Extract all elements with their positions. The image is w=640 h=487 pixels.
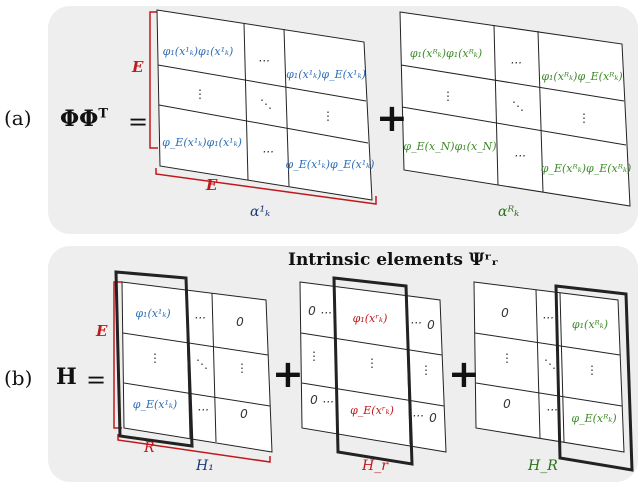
- matrix-alphaR-cells: φ₁(xᴿₖ)φ₁(xᴿₖ) ··· φ₁(xᴿₖ)φ_E(xᴿₖ) ⋮ ⋱ ⋮…: [403, 47, 631, 175]
- panel-b-equals: =: [86, 366, 107, 394]
- matrix-hr-cells: 0 ··· φ₁(xʳₖ) ··· 0 ⋮ ⋮ ⋮ 0 ··· φ_E(xʳₖ)…: [308, 304, 437, 425]
- panel-b-label: (b): [4, 366, 33, 390]
- hr-cell-2-1: ···: [322, 395, 333, 409]
- hR-cell-1-1: ⋱: [544, 357, 556, 371]
- a1-cell-2-1: ···: [262, 145, 273, 159]
- h1-cell-2-2: 0: [240, 407, 248, 421]
- plus-b2: +: [448, 352, 480, 396]
- hR-cell-2-0: 0: [503, 397, 511, 411]
- hr-cell-0-0: 0: [308, 304, 316, 318]
- a1-cell-1-1: ⋱: [260, 97, 272, 111]
- matrix-alpha1: [156, 9, 373, 201]
- panel-a-equals: =: [128, 108, 149, 136]
- h1-cell-1-0: ⋮: [149, 351, 161, 365]
- h1-cell-1-2: ⋮: [236, 361, 248, 375]
- row-dim-label-b: E: [96, 322, 108, 340]
- hr-cell-2-0: 0: [310, 393, 318, 407]
- a1-cell-0-0: φ₁(x¹ₖ)φ₁(x¹ₖ): [163, 45, 234, 58]
- col-bracket-a: [155, 168, 377, 205]
- hR-cell-2-1: ···: [546, 403, 557, 417]
- hr-cell-1-2: ⋮: [366, 356, 378, 370]
- alphaR-caption: αᴿₖ: [498, 204, 520, 220]
- a1-cell-2-0: φ_E(x¹ₖ)φ₁(x¹ₖ): [162, 136, 242, 149]
- hr-cell-2-3: ···: [412, 409, 423, 423]
- matrix-hR-cells: 0 ··· φ₁(xᴿₖ) ⋮ ⋱ ⋮ 0 ··· φ_E(xᴿₖ): [501, 306, 617, 425]
- hR-cell-1-0: ⋮: [501, 351, 513, 365]
- aR-cell-0-1: ···: [510, 56, 521, 70]
- hr-caption: H_r: [362, 458, 388, 474]
- hr-cell-1-4: ⋮: [420, 363, 432, 377]
- lhs-phi-phi-t: ΦΦT: [60, 106, 108, 132]
- col-dim-label-a: E: [206, 176, 218, 194]
- hr-cell-0-3: ···: [410, 316, 421, 330]
- hR-cell-0-1: ···: [542, 311, 553, 325]
- hR-cell-0-0: 0: [501, 306, 509, 320]
- hr-cell-0-2: φ₁(xʳₖ): [353, 312, 388, 325]
- a1-cell-1-0: ⋮: [194, 87, 206, 101]
- hr-cell-2-4: 0: [429, 411, 437, 425]
- h1-cell-2-0: φ_E(x¹ₖ): [133, 398, 177, 411]
- hr-cell-2-2: φ_E(xʳₖ): [350, 404, 394, 417]
- aR-cell-0-2: φ₁(xᴿₖ)φ_E(xᴿₖ): [541, 70, 622, 83]
- h1-cell-1-1: ⋱: [196, 357, 208, 371]
- lhs-h: H: [56, 364, 77, 390]
- hR-highlight-column: [554, 284, 634, 472]
- row-bracket-b: [113, 281, 122, 429]
- lhs-transpose-sup: T: [98, 106, 109, 122]
- aR-cell-1-1: ⋱: [512, 99, 524, 113]
- hr-cell-0-1: ···: [320, 306, 331, 320]
- h1-caption: H₁: [196, 458, 214, 474]
- h1-cell-0-2: 0: [236, 315, 244, 329]
- intrinsic-elements-title: Intrinsic elements Ψʳᵣ: [288, 250, 499, 270]
- h1-highlight-column: [114, 270, 194, 448]
- hr-cell-1-0: ⋮: [308, 349, 320, 363]
- hR-cell-0-2: φ₁(xᴿₖ): [572, 318, 608, 331]
- matrix-alpha1-cells: φ₁(x¹ₖ)φ₁(x¹ₖ) ··· φ₁(x¹ₖ)φ_E(x¹ₖ) ⋮ ⋱ ⋮…: [162, 45, 374, 171]
- h1-cell-0-0: φ₁(x¹ₖ): [135, 307, 170, 320]
- hR-cell-1-2: ⋮: [586, 363, 598, 377]
- a1-cell-0-2: φ₁(x¹ₖ)φ_E(x¹ₖ): [286, 68, 366, 81]
- col-dim-label-b: R: [144, 440, 155, 456]
- panel-a-label: (a): [4, 106, 32, 130]
- a1-cell-2-2: φ_E(x¹ₖ)φ_E(x¹ₖ): [286, 158, 375, 171]
- a1-cell-1-2: ⋮: [322, 109, 334, 123]
- hR-caption: H_R: [528, 458, 558, 474]
- aR-cell-2-2: φ_E(xᴿₖ)φ_E(xᴿₖ): [541, 162, 632, 175]
- matrix-h1-cells: φ₁(x¹ₖ) ··· 0 ⋮ ⋱ ⋮ φ_E(x¹ₖ) ··· 0: [133, 307, 248, 421]
- col-bracket-b: [117, 434, 271, 463]
- alpha1-caption: α¹ₖ: [250, 204, 271, 220]
- plus-a: +: [376, 96, 408, 140]
- aR-cell-1-0: ⋮: [442, 89, 454, 103]
- h1-cell-2-1: ···: [197, 403, 208, 417]
- hR-cell-2-2: φ_E(xᴿₖ): [571, 412, 616, 425]
- hr-highlight-column: [332, 276, 414, 466]
- h1-cell-0-1: ···: [194, 311, 205, 325]
- matrix-hR: [473, 281, 625, 453]
- aR-cell-0-0: φ₁(xᴿₖ)φ₁(xᴿₖ): [410, 47, 482, 60]
- plus-b1: +: [272, 352, 304, 396]
- row-bracket-a: [149, 11, 158, 149]
- aR-cell-2-1: ···: [514, 149, 525, 163]
- lhs-phi-phi: ΦΦ: [60, 106, 99, 132]
- a1-cell-0-1: ···: [258, 54, 269, 68]
- aR-cell-1-2: ⋮: [578, 111, 590, 125]
- aR-cell-2-0: φ_E(x_N)φ₁(x_N): [403, 140, 496, 153]
- row-dim-label-a: E: [132, 58, 144, 76]
- matrix-alphaR: [399, 11, 631, 207]
- hr-cell-0-4: 0: [427, 318, 435, 332]
